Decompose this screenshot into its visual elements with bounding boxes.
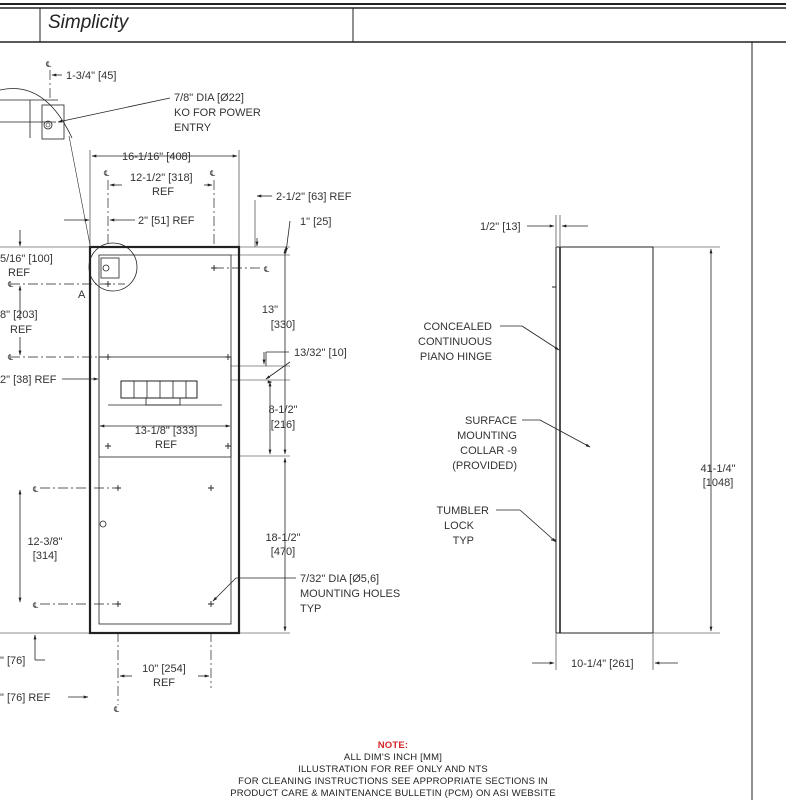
centerline-symbol-icon: ℄ <box>33 485 39 494</box>
side-offset-label: 2" [51] REF <box>138 215 195 227</box>
centerline-symbol-icon: ℄ <box>8 280 14 289</box>
lock-callout-3: TYP <box>453 535 474 547</box>
mid-spacing-label: 13-1/8" [333] <box>135 425 198 437</box>
notes-line: ALL DIM'S INCH [MM] <box>343 752 443 763</box>
lock-icon <box>99 520 107 528</box>
hole-spacing-top-ref: REF <box>152 186 174 198</box>
knockout-callout-1: 7/8" DIA [Ø22] <box>174 92 244 104</box>
series-name: Simplicity <box>48 12 129 33</box>
overall-height-mm: [1048] <box>703 477 734 489</box>
hole-spacing-top-label: 12-1/2" [318] <box>130 172 193 184</box>
side-body <box>555 246 654 634</box>
mid-height-mm: [216] <box>271 419 295 431</box>
centerline-symbol-icon: ℄ <box>8 353 14 362</box>
mount-holes-3: TYP <box>300 603 321 615</box>
centerline-symbol-icon: ℄ <box>46 60 52 69</box>
left-dim-1-label: 5/16" [100] <box>0 253 53 265</box>
lower-left-mm: [314] <box>33 550 57 562</box>
collar-callout-2: MOUNTING <box>457 430 517 442</box>
bottom-left-2-label: " [76] REF <box>0 692 51 704</box>
side-view <box>496 215 720 670</box>
front-view-labels: 1-3/4" [45] 7/8" DIA [Ø22] KO FOR POWER … <box>0 60 400 714</box>
knockout-callout-3: ENTRY <box>174 122 212 134</box>
collar-callout-3: COLLAR -9 <box>460 445 517 457</box>
notes-line: FOR CLEANING INSTRUCTIONS SEE APPROPRIAT… <box>238 776 548 787</box>
lock-callout-2: LOCK <box>444 520 475 532</box>
towel-offset-label: 13/32" [10] <box>294 347 347 359</box>
left-dim-2-label: 8" [203] <box>0 309 38 321</box>
notes-block: NOTE: ALL DIM'S INCH [MM] ILLUSTRATION F… <box>0 740 786 800</box>
towel-opening <box>98 356 232 458</box>
lower-height-mm: [470] <box>271 546 295 558</box>
hinge-callout-2: CONTINUOUS <box>418 336 492 348</box>
top-to-hole-label: 1" [25] <box>300 216 331 228</box>
bottom-spacing-ref: REF <box>153 677 175 689</box>
cabinet-outline <box>88 245 241 635</box>
left-dim-1-ref: REF <box>8 267 30 279</box>
upper-height-mm: [330] <box>271 319 295 331</box>
mount-holes-2: MOUNTING HOLES <box>300 588 400 600</box>
mid-spacing-ref: REF <box>155 439 177 451</box>
hinge-callout-1: CONCEALED <box>424 321 493 333</box>
left-dim-3-label: 2" [38] REF <box>0 374 57 386</box>
detail-circle-a <box>88 242 138 292</box>
front-view <box>0 70 296 705</box>
mid-height-label: 8-1/2" <box>269 404 298 416</box>
collar-callout-1: SURFACE <box>465 415 517 427</box>
detail-marker: A <box>78 289 86 301</box>
title-block <box>0 3 786 800</box>
depth-label: 10-1/4" [261] <box>571 658 634 670</box>
upper-height-label: 13" <box>262 304 278 316</box>
centerline-symbol-icon: ℄ <box>104 169 110 178</box>
door-thickness-label: 1/2" [13] <box>480 221 521 233</box>
centerline-symbol-icon: ℄ <box>114 705 120 714</box>
left-dim-2-ref: REF <box>10 324 32 336</box>
overall-width-label: 16-1/16" [408] <box>122 151 191 163</box>
knockout-offset-label: 1-3/4" [45] <box>66 70 116 82</box>
notes-line: ILLUSTRATION FOR REF ONLY AND NTS <box>298 764 488 775</box>
centerline-symbol-icon: ℄ <box>264 265 270 274</box>
centerline-symbol-icon: ℄ <box>210 169 216 178</box>
hinge-callout-3: PIANO HINGE <box>420 351 492 363</box>
side-view-labels: 1/2" [13] 41-1/4" [1048] 10-1/4" [261] C… <box>418 221 736 670</box>
lock-callout-1: TUMBLER <box>436 505 489 517</box>
centerline-symbol-icon: ℄ <box>33 601 39 610</box>
bottom-spacing-label: 10" [254] <box>142 663 186 675</box>
knockout-callout-2: KO FOR POWER <box>174 107 261 119</box>
notes-heading: NOTE: <box>377 740 409 751</box>
notes-line: PRODUCT CARE & MAINTENANCE BULLETIN (PCM… <box>230 788 556 799</box>
overall-height-label: 41-1/4" <box>700 463 735 475</box>
bottom-left-1-label: " [76] <box>0 655 25 667</box>
mount-holes-1: 7/32" DIA [Ø5,6] <box>300 573 379 585</box>
collar-callout-4: (PROVIDED) <box>452 460 517 472</box>
lower-left-label: 12-3/8" <box>27 536 62 548</box>
flange-depth-label: 2-1/2" [63] REF <box>276 191 352 203</box>
lower-height-label: 18-1/2" <box>265 532 300 544</box>
